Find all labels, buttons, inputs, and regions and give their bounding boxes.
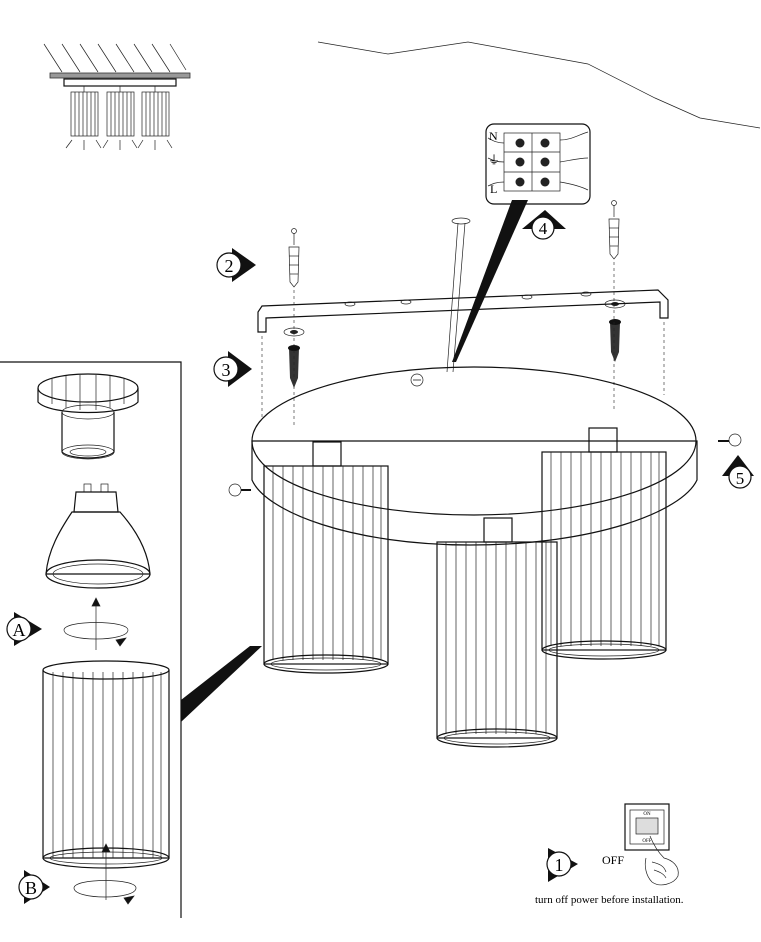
wall-plug-left [288,228,300,288]
terminal-neutral-label: N [489,129,498,143]
svg-text:4: 4 [539,219,548,238]
svg-text:B: B [25,878,37,898]
gu10-bulb [45,483,151,589]
step-marker-a: A [6,612,42,646]
switch-on-label: ON [643,812,651,817]
step-marker-5: 5 [722,455,754,489]
svg-text:3: 3 [222,360,231,380]
mounting-bracket [257,262,669,428]
svg-text:5: 5 [736,469,745,488]
spotlight-left [263,441,389,674]
side-screw-right [718,433,742,447]
switch-off-small-label: OFF [642,839,651,844]
step-marker-4: 4 [522,210,566,240]
gu10-socket [37,373,139,460]
side-screw-left [228,483,251,497]
step-marker-3: 3 [213,351,252,387]
ceiling-thumbnail [43,43,191,150]
terminal-live-label: L [490,182,497,196]
hand-icon [644,835,679,886]
spotlight-right [541,427,667,660]
svg-text:1: 1 [555,855,564,875]
wall-plug-right [608,200,620,260]
switch-off-label: OFF [602,853,624,867]
spotlight-center [436,517,558,748]
ceiling-canopy [251,366,698,546]
detail-panel [0,361,262,918]
svg-text:2: 2 [225,256,234,276]
rotate-arrow-b [73,843,137,905]
terminal-earth-label: ⏚ [488,153,500,167]
svg-text:A: A [13,620,26,640]
power-switch: ON OFF OFF [602,803,679,886]
rotate-arrow-a [63,597,129,650]
step-marker-b: B [18,870,50,904]
terminal-block-callout: N ⏚ L [452,123,591,362]
power-off-instruction: turn off power before installation. [535,894,684,906]
step-marker-2: 2 [216,248,256,282]
power-cable [446,217,471,373]
step-marker-1: 1 [546,848,578,882]
spotlight-shade [42,660,170,869]
screw-right [604,299,626,362]
ceiling-outline [317,41,761,129]
